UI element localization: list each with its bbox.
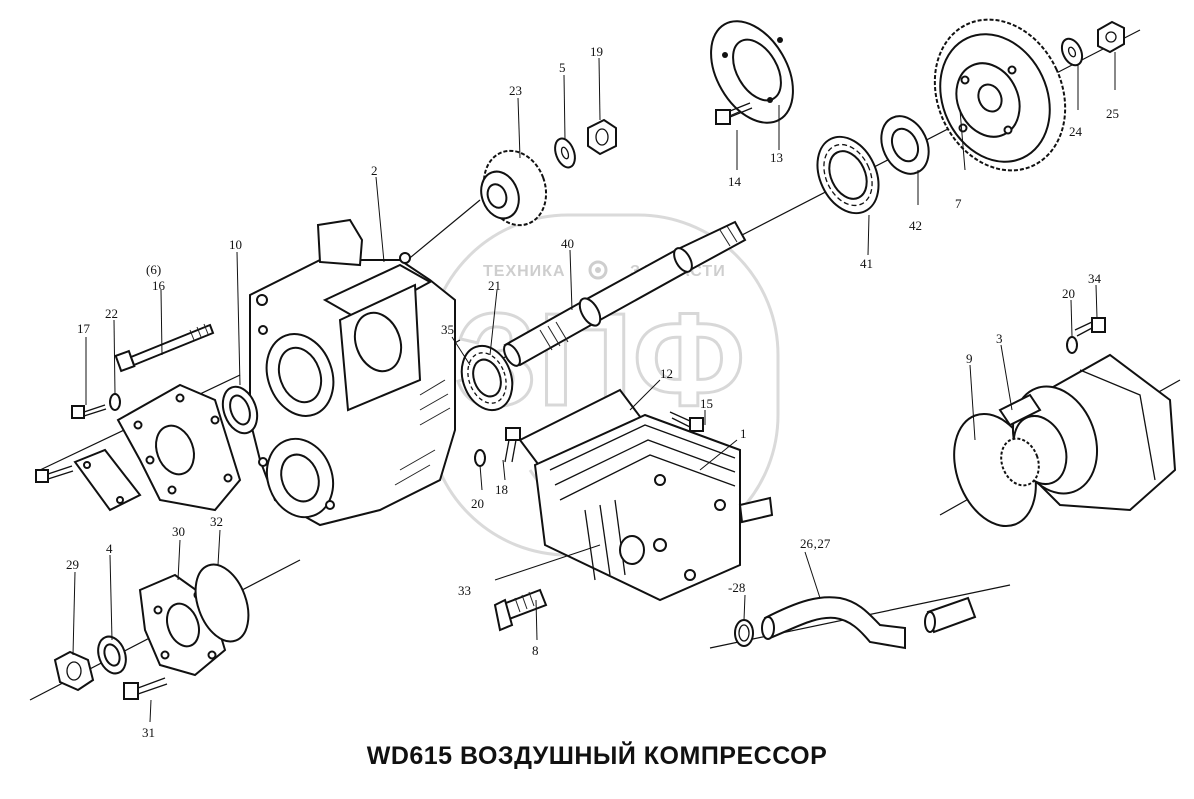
leader-lines (72, 52, 1116, 723)
callout-1: 1 (740, 426, 747, 441)
callout-40: 40 (561, 236, 574, 251)
bolt-part (715, 102, 753, 125)
callout-7: 7 (955, 196, 962, 211)
long-bolt-part (114, 323, 215, 373)
callout-12: 12 (660, 366, 673, 381)
flange-plate-part (116, 383, 242, 512)
callout-20-left: 20 (471, 496, 484, 511)
pump-housing-part (998, 353, 1177, 512)
oil-seal-part (97, 635, 127, 675)
end-flange-part (138, 573, 227, 677)
bolt-part (123, 677, 168, 700)
small-gear-part (480, 149, 548, 227)
callout-29: 29 (66, 557, 79, 572)
nut-part (587, 118, 617, 156)
callout-25: 25 (1106, 106, 1119, 121)
flange-ring-part (710, 20, 794, 124)
watermark-text-left: ТЕХНИКА (483, 263, 566, 280)
callout-14: 14 (728, 174, 742, 189)
callout-9: 9 (966, 351, 973, 366)
fitting-part (493, 588, 548, 632)
callout-15: 15 (700, 396, 713, 411)
needle-bearing-part (221, 385, 259, 435)
crankcase-housing-part (249, 218, 456, 527)
callout-3: 3 (996, 331, 1003, 346)
callout-41: 41 (860, 256, 873, 271)
small-bolt-part (35, 465, 74, 483)
callout-28: -28 (728, 580, 745, 595)
callout-35: 35 (441, 322, 454, 337)
callout-labels: 1 2 3 4 5 (6) 7 8 9 10 12 13 14 15 16 17… (66, 44, 1119, 740)
callout-18: 18 (495, 482, 508, 497)
nut-part (53, 650, 95, 692)
bent-hose-part (761, 596, 906, 650)
callout-34: 34 (1088, 271, 1102, 286)
callout-30: 30 (172, 524, 185, 539)
callout-10: 10 (229, 237, 242, 252)
nut-part (1097, 20, 1125, 54)
callout-23: 23 (509, 83, 522, 98)
seal-ring-part (880, 115, 930, 175)
o-ring-part (194, 563, 250, 643)
callout-13: 13 (770, 150, 783, 165)
callout-20-right: 20 (1062, 286, 1075, 301)
washer-part (1060, 37, 1084, 67)
bolt-part (1074, 317, 1106, 337)
callout-2: 2 (371, 163, 378, 178)
callout-6: (6) (146, 262, 161, 277)
ball-bearing-part (816, 135, 880, 215)
callout-42: 42 (909, 218, 922, 233)
straight-hose-part (924, 596, 977, 634)
large-gear-part (933, 18, 1067, 172)
washer-part (554, 137, 576, 169)
callout-32: 32 (210, 514, 223, 529)
cylinder-head-part (533, 413, 774, 602)
callout-26-27: 26‚27 (800, 536, 831, 551)
small-bolt-part (71, 404, 107, 419)
callout-17: 17 (77, 321, 91, 336)
callout-21: 21 (488, 278, 501, 293)
callout-4: 4 (106, 541, 113, 556)
crankshaft-part (503, 220, 747, 367)
callout-33: 33 (458, 583, 471, 598)
spring-washer-part (1066, 336, 1078, 354)
callout-24: 24 (1069, 124, 1083, 139)
cover-plate-part (73, 448, 142, 512)
roller-bearing-part (460, 344, 514, 412)
gear-icon (588, 260, 608, 280)
callout-19: 19 (590, 44, 603, 59)
callout-31: 31 (142, 725, 155, 740)
diagram-caption: WD615 ВОЗДУШНЫЙ КОМПРЕССОР (366, 742, 828, 770)
spring-washer-part (474, 449, 486, 467)
hose-clamp-part (734, 619, 754, 647)
callout-5: 5 (559, 60, 566, 75)
spring-washer-part (109, 393, 121, 411)
bolt-part (669, 411, 704, 432)
callout-8: 8 (532, 643, 539, 658)
callout-16: 16 (152, 278, 166, 293)
callout-22: 22 (105, 306, 118, 321)
bolt-part (504, 427, 521, 463)
